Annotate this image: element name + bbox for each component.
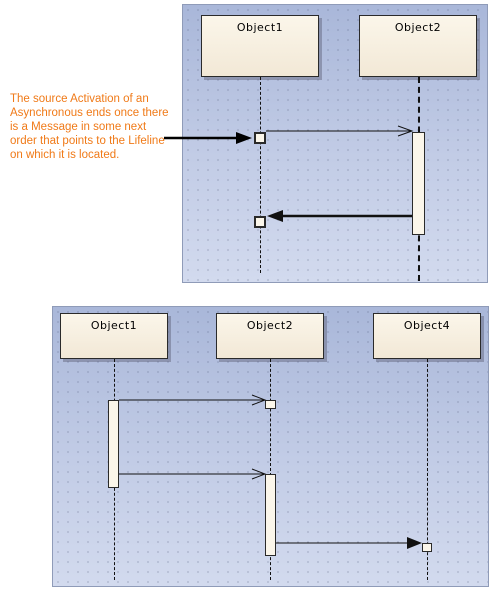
- object-box-object2-top[interactable]: Object2: [359, 15, 477, 77]
- lifeline-object2-bottom[interactable]: [270, 359, 271, 580]
- diagram-canvas-top[interactable]: Object1 Object2: [182, 4, 488, 283]
- lifeline-object1-top[interactable]: [260, 77, 261, 273]
- messages-bottom: [119, 394, 422, 549]
- activation-object2-large[interactable]: [265, 474, 276, 556]
- activation-object2-small[interactable]: [265, 400, 276, 409]
- diagram-canvas-bottom[interactable]: Object1 Object2 Object4: [52, 306, 489, 587]
- lifeline-object4-bottom[interactable]: [427, 359, 428, 580]
- activation-object1-bottom[interactable]: [108, 400, 119, 488]
- object-box-object1-top[interactable]: Object1: [201, 15, 319, 77]
- annotation-note: The source Activation of an Asynchronous…: [10, 93, 169, 161]
- object-box-object2-bottom[interactable]: Object2: [216, 313, 324, 359]
- filled-arrowhead-icon: [407, 537, 422, 549]
- object-label: Object2: [394, 21, 442, 34]
- activation-object1-first[interactable]: [254, 132, 266, 144]
- object-label: Object1: [236, 21, 284, 34]
- filled-arrowhead-icon: [267, 210, 283, 222]
- messages-top: [266, 125, 414, 222]
- open-arrowhead-icon: [397, 125, 414, 137]
- object-box-object4-bottom[interactable]: Object4: [373, 313, 481, 359]
- open-arrowhead-icon: [251, 468, 267, 480]
- object-label: Object1: [90, 319, 138, 332]
- open-arrowhead-icon: [251, 394, 267, 406]
- object-label: Object4: [403, 319, 451, 332]
- object-box-object1-bottom[interactable]: Object1: [60, 313, 168, 359]
- activation-object4[interactable]: [422, 543, 432, 552]
- object-label: Object2: [246, 319, 294, 332]
- activation-object1-second[interactable]: [254, 216, 266, 228]
- pointer-arrowhead-icon: [236, 132, 252, 144]
- activation-object2[interactable]: [412, 132, 425, 235]
